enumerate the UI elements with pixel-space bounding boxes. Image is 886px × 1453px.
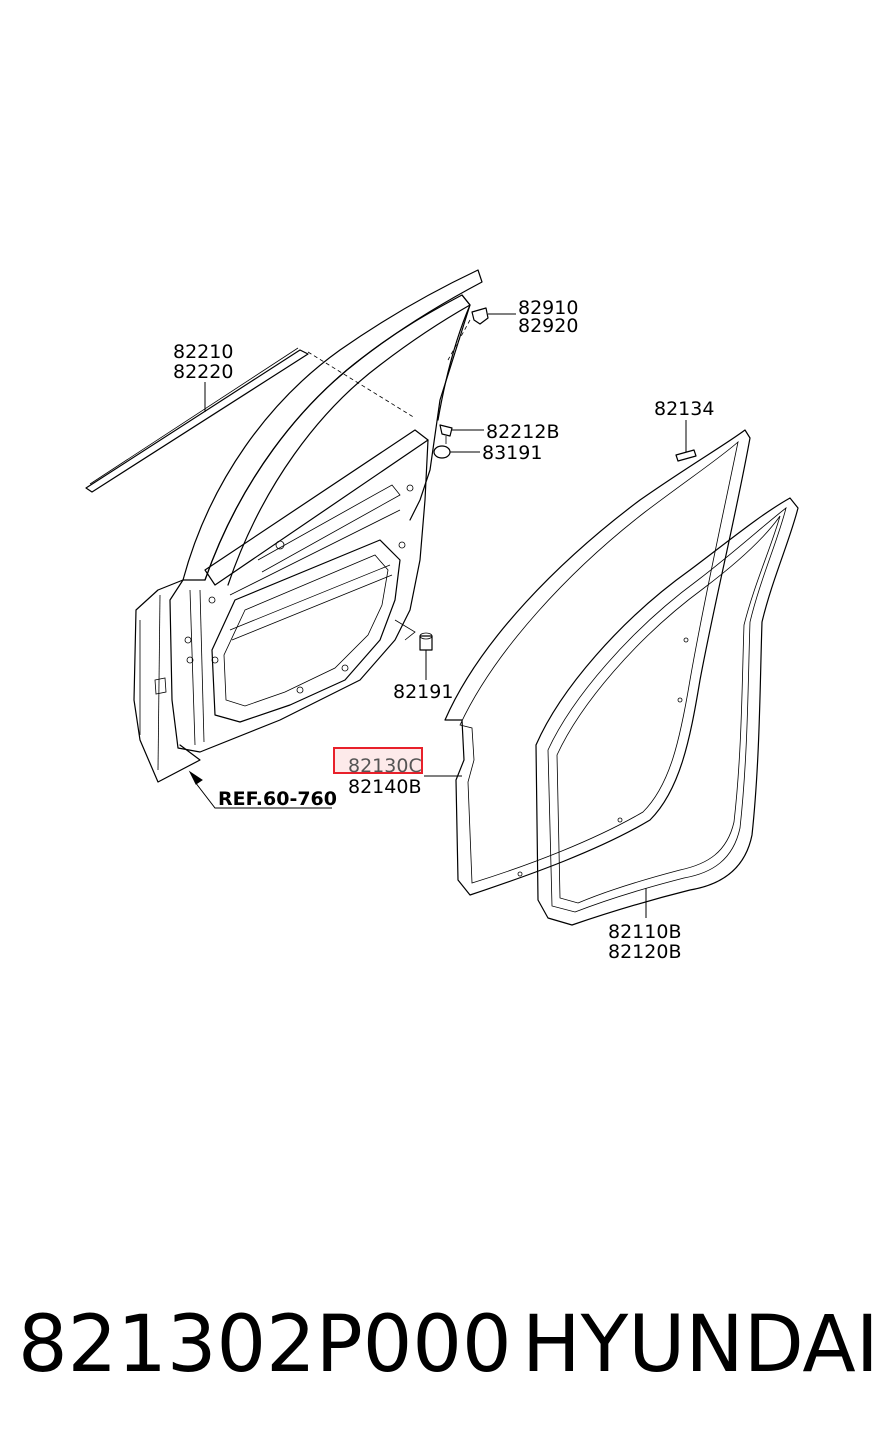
label-82110B: 82110B [608, 921, 681, 943]
label-82220: 82220 [173, 361, 233, 383]
label-82210: 82210 [173, 341, 233, 363]
label-82191: 82191 [393, 681, 453, 703]
small-parts [419, 307, 697, 651]
label-82920: 82920 [518, 315, 578, 337]
label-82120B: 82120B [608, 941, 681, 963]
part-number: 821302P000 [18, 1300, 512, 1390]
label-82130C: 82130C [348, 755, 422, 777]
label-82134: 82134 [654, 398, 714, 420]
label-83191: 83191 [482, 442, 542, 464]
part-labels: 82910 82920 82210 82220 82212B 83191 821… [173, 297, 714, 963]
door-weatherstrip [444, 429, 751, 896]
footer: 821302P000 HYUNDAI [0, 1290, 886, 1410]
label-82140B: 82140B [348, 776, 421, 798]
leader-lines [188, 313, 687, 918]
label-82212B: 82212B [486, 421, 559, 443]
body-weatherstrip [535, 497, 799, 926]
highlight-box [333, 747, 423, 774]
belt-moulding [85, 347, 416, 493]
label-82910: 82910 [518, 297, 578, 319]
label-ref: REF.60-760 [218, 788, 337, 810]
parts-diagram: 82910 82920 82210 82220 82212B 83191 821… [85, 269, 799, 963]
brand-name: HYUNDAI [522, 1300, 879, 1390]
door-frame [133, 269, 483, 783]
